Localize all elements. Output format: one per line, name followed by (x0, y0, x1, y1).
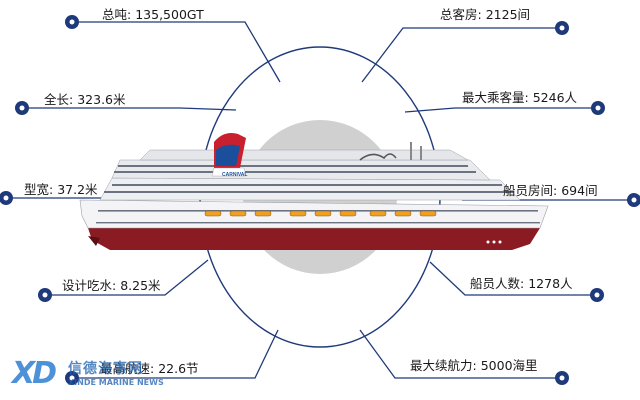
spec-value: 323.6米 (77, 92, 126, 107)
spec-draft: 设计吃水:8.25米 (62, 278, 161, 294)
spec-endurance: 最大续航力:5000海里 (410, 358, 538, 374)
cruise-ship-illustration (79, 133, 549, 250)
spec-gross-tonnage: 总吨:135,500GT (102, 7, 204, 23)
spec-value: 2125间 (485, 7, 531, 22)
watermark-mark: XD (12, 356, 57, 391)
dot-crew-cabins (627, 193, 640, 207)
endpoint-dots (0, 15, 640, 385)
spec-label: 型宽: (24, 182, 54, 197)
spec-max-speed: 最高航速:22.6节 (100, 361, 199, 377)
spec-value: 22.6节 (158, 361, 199, 376)
dot-cabins (555, 21, 569, 35)
spec-label: 设计吃水: (62, 278, 117, 293)
spec-value: 694间 (561, 183, 598, 198)
dot-length (15, 101, 29, 115)
dot-endurance (555, 371, 569, 385)
spec-value: 8.25米 (120, 278, 161, 293)
spec-cabins: 总客房:2125间 (440, 7, 530, 23)
spec-length: 全长:323.6米 (44, 92, 126, 108)
dot-crew (590, 288, 604, 302)
spec-label: 总吨: (102, 7, 132, 22)
spec-crew-cabins: 船员房间:694间 (503, 183, 598, 199)
spec-label: 全长: (44, 92, 74, 107)
spec-value: 1278人 (528, 276, 573, 291)
spec-label: 最大乘客量: (462, 90, 529, 105)
watermark-en: XINDE MARINE NEWS (68, 378, 164, 387)
spec-beam: 型宽:37.2米 (24, 182, 98, 198)
spec-label: 船员人数: (470, 276, 525, 291)
dot-max-passengers (591, 101, 605, 115)
spec-label: 最大续航力: (410, 358, 477, 373)
dot-draft (38, 288, 52, 302)
spec-crew: 船员人数:1278人 (470, 276, 573, 292)
dot-gross-tonnage (65, 15, 79, 29)
watermark-logo: XD 信德海事网 XINDE MARINE NEWS (12, 356, 172, 396)
spec-value: 135,500GT (135, 7, 204, 22)
funnel-brand-text: CARNIVAL (222, 172, 247, 178)
spec-value: 5246人 (532, 90, 578, 105)
spec-label: 总客房: (440, 7, 482, 22)
dot-beam (0, 191, 13, 205)
spec-max-passengers: 最大乘客量:5246人 (462, 90, 577, 106)
dot-max-speed (65, 371, 79, 385)
spec-value: 37.2米 (57, 182, 98, 197)
watermark-cn: 信德海事网 (68, 361, 143, 377)
spec-value: 5000海里 (480, 358, 538, 373)
spec-label: 船员房间: (503, 183, 558, 198)
spec-label: 最高航速: (100, 361, 155, 376)
